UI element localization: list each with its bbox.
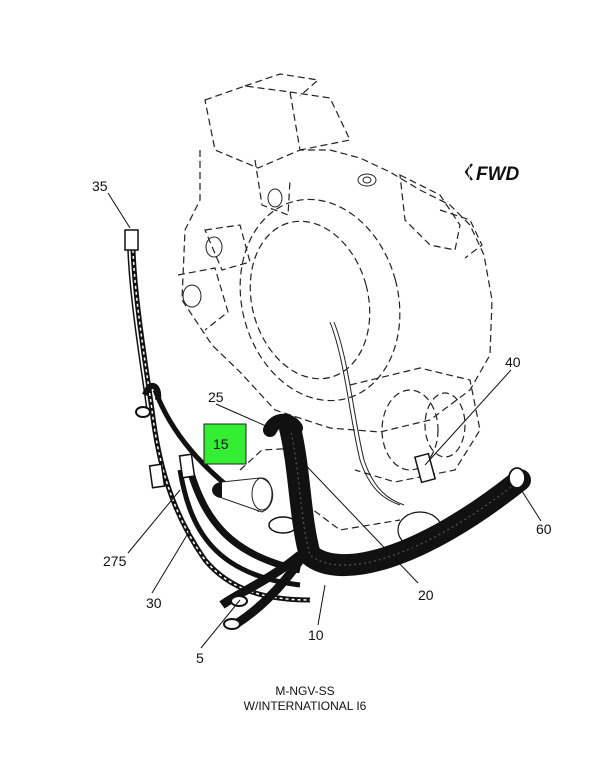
leader-lines (107, 192, 542, 649)
callout-10: 10 (308, 627, 324, 643)
callout-numbers: 35 25 15 40 275 30 20 60 10 5 (92, 178, 552, 666)
callout-40: 40 (505, 354, 521, 370)
callout-15: 15 (213, 436, 229, 452)
callout-5: 5 (196, 650, 204, 666)
callout-60: 60 (536, 521, 552, 537)
caption-line-2: W/INTERNATIONAL I6 (243, 699, 367, 713)
harness-cables (124, 229, 531, 630)
flywheel-housing-outline (177, 73, 493, 531)
callout-275: 275 (103, 553, 127, 569)
fwd-label: FWD (476, 164, 520, 185)
fwd-orientation-mark: FWD (464, 163, 520, 185)
callout-35: 35 (92, 178, 108, 194)
caption-line-1: M-NGV-SS (275, 684, 335, 698)
callout-30: 30 (146, 595, 162, 611)
callout-25: 25 (208, 389, 224, 405)
callout-20: 20 (418, 587, 434, 603)
highlight-box-15 (203, 423, 247, 465)
